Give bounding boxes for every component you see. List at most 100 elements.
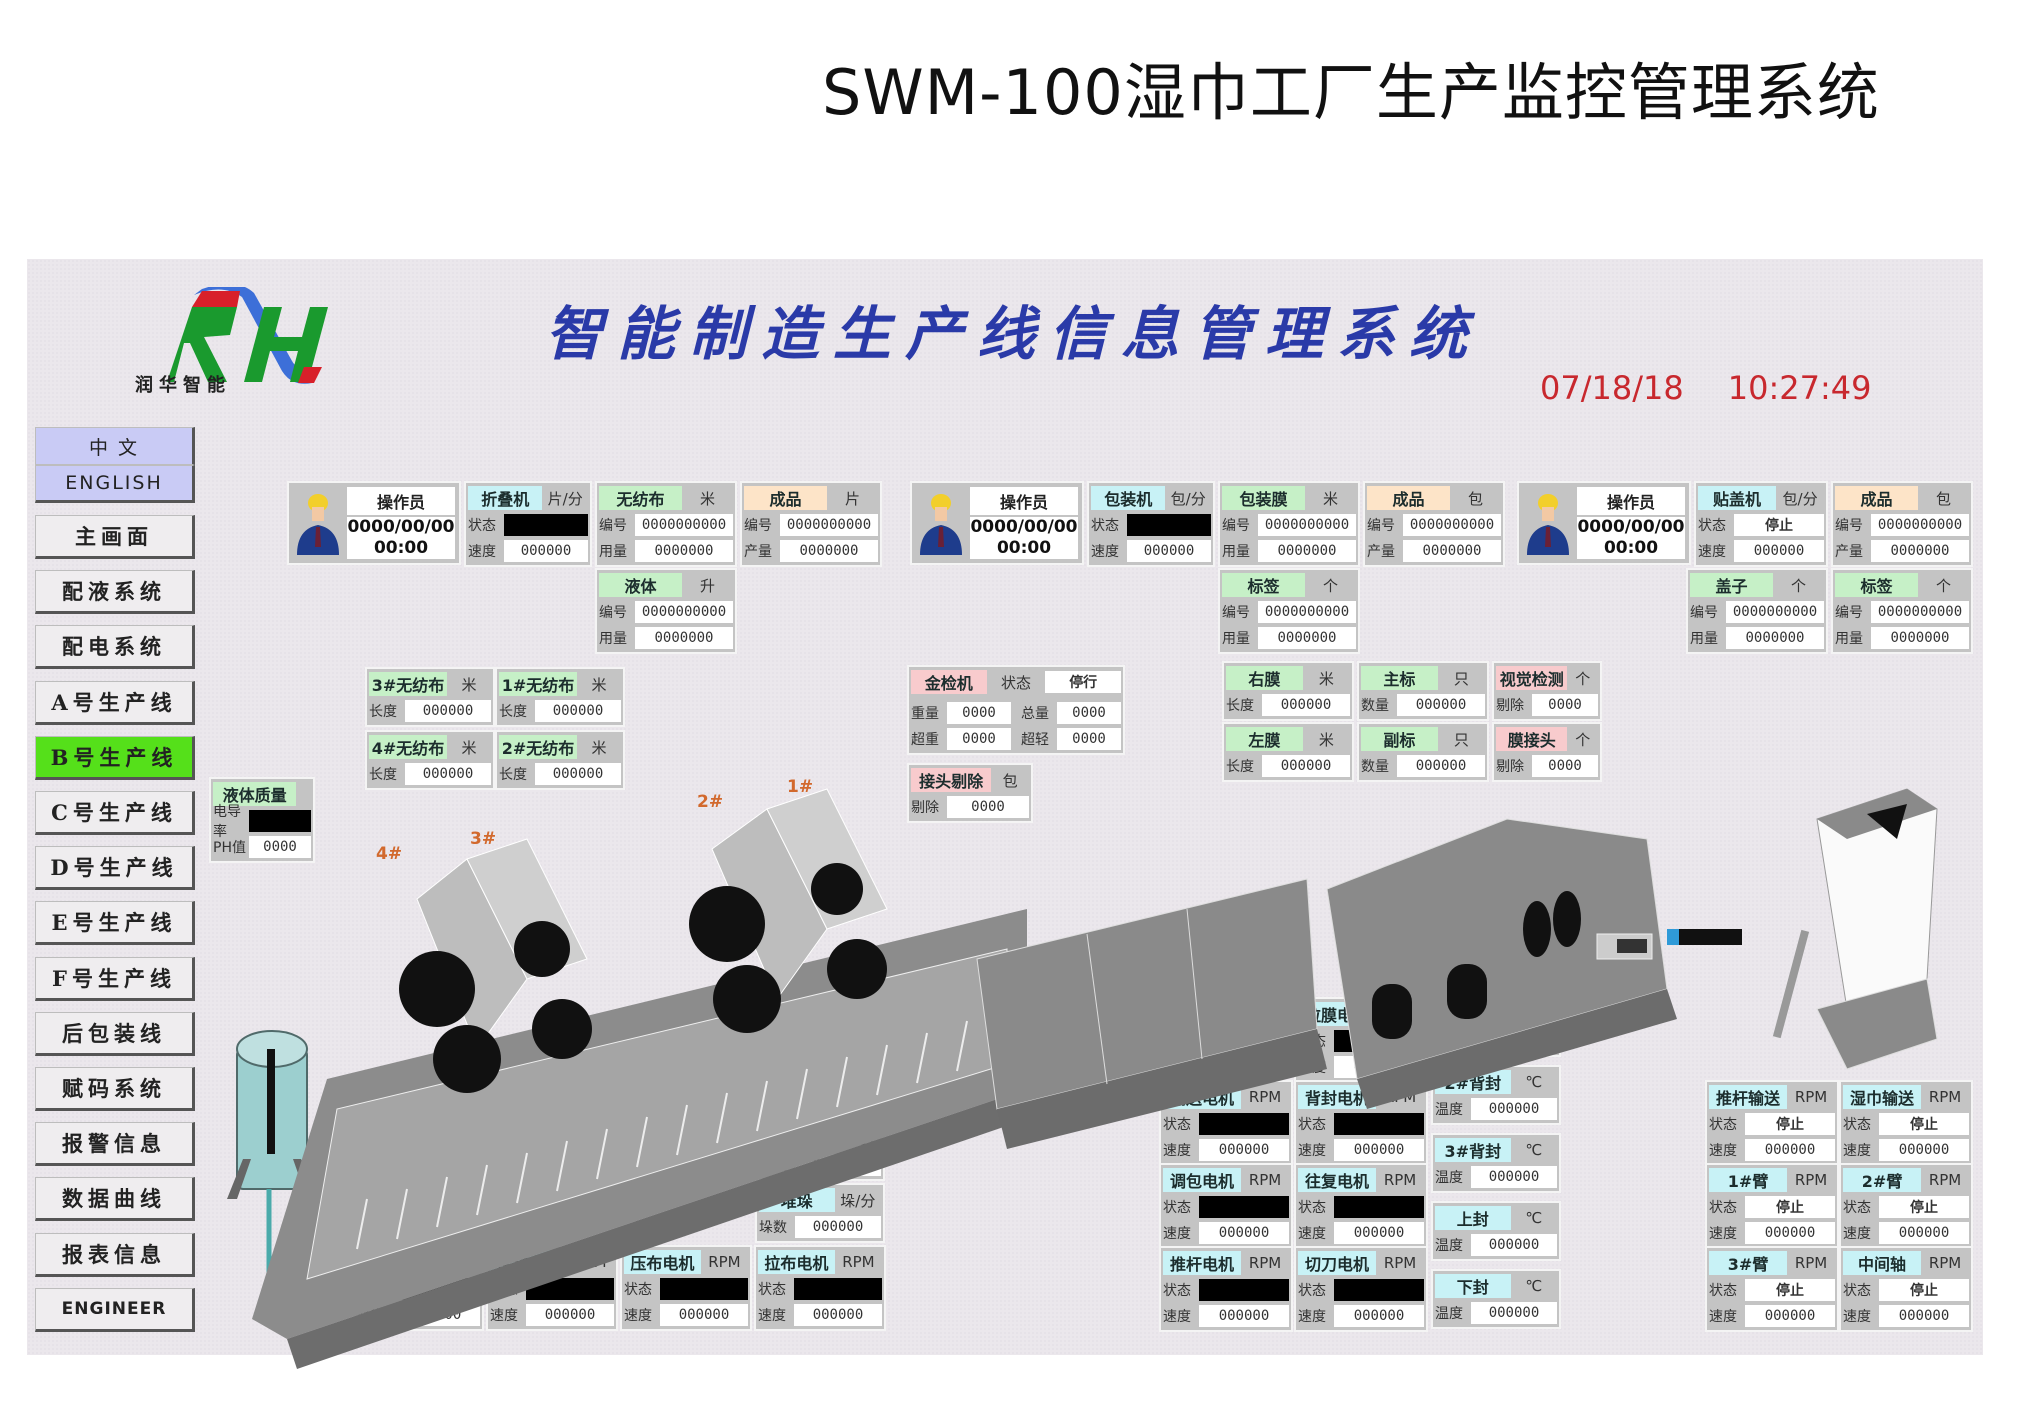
field-label: 编号 [1222,605,1250,621]
field-value: 000000 [1745,1139,1835,1161]
card-unit: ℃ [1525,1277,1543,1295]
sidebar-item-12[interactable]: 数据曲线 [35,1177,195,1222]
status-value: 停止 [1745,1196,1835,1218]
field-value: 000000 [1262,755,1350,777]
sidebar-item-11[interactable]: 报警信息 [35,1122,195,1167]
field-value: 000000 [1471,1098,1557,1120]
field-label: 速度 [1709,1226,1737,1242]
field-value: 000000 [1734,540,1824,562]
field-label: 状态 [1843,1117,1871,1133]
card-unit: RPM [708,1253,741,1271]
card-title: 3#背封 [1435,1138,1511,1162]
sidebar-item-5[interactable]: C号生产线 [35,791,195,835]
status-indicator [1334,1113,1424,1135]
field-label: 速度 [758,1308,786,1324]
card-unit: RPM [1383,1254,1417,1272]
field-value: 000000 [535,763,621,785]
card-unit: 个 [1323,576,1339,595]
card-unit: 只 [1453,730,1469,749]
card-unit: 个 [1791,576,1807,595]
card-title: 调包电机 [1163,1168,1242,1192]
status-indicator [1199,1279,1289,1301]
field-value: 000000 [405,763,491,785]
card-title: 下封 [1435,1274,1511,1298]
logo-text: 润华智能 [135,375,231,396]
card-title: 3#臂 [1709,1251,1788,1275]
card-unit: RPM [1794,1088,1828,1106]
sidebar-item-14[interactable]: ENGINEER [35,1287,195,1332]
status-indicator [1334,1279,1424,1301]
operator-avatar-icon [1523,489,1573,561]
sidebar-item-9[interactable]: 后包装线 [35,1011,195,1056]
field-label: 总量 [1021,706,1049,722]
field-label: 编号 [1835,518,1863,534]
card-title: 接头剔除 [911,768,992,792]
card-title: 2#臂 [1843,1168,1922,1192]
field-label: PH值 [213,840,246,856]
card-title: 金检机 [911,670,987,694]
field-label: 用量 [1690,631,1718,647]
card-title: 3#无纺布 [369,672,448,696]
date-display: 07/18/18 [1540,369,1684,407]
sidebar-item-10[interactable]: 赋码系统 [35,1067,195,1111]
field-label: 编号 [599,518,627,534]
field-label: 温度 [1435,1170,1463,1186]
field-label: 状态 [1298,1283,1326,1299]
field-value: 000000 [795,1216,881,1238]
nonwoven-unwinder-34 [399,838,592,1093]
sidebar-item-4[interactable]: B号生产线 [35,735,195,780]
field-label: 状态 [1709,1283,1737,1299]
card-unit: 米 [1318,730,1334,749]
field-value: 000000 [1397,694,1485,716]
sidebar-item-13[interactable]: 报表信息 [35,1232,195,1277]
sidebar-item-6[interactable]: D号生产线 [35,846,195,891]
field-label: 状态 [1698,518,1726,534]
field-label: 速度 [1843,1143,1871,1159]
sidebar-item-2[interactable]: 配电系统 [35,625,195,670]
lang-chinese-button[interactable]: 中 文 [35,427,195,465]
field-label: 状态 [1091,518,1119,534]
sidebar-item-0[interactable]: 主画面 [35,515,195,559]
card-title: 标签 [1835,573,1919,597]
field-label: 用量 [1835,631,1863,647]
card-unit: RPM [1794,1171,1828,1189]
card-unit: 米 [700,489,716,508]
sidebar-item-8[interactable]: F号生产线 [35,956,195,1001]
field-label: 速度 [624,1308,652,1324]
sidebar-item-3[interactable]: A号生产线 [35,680,195,725]
field-value: 000000 [535,700,621,722]
card-unit: 米 [461,738,477,757]
field-value: 000000 [1471,1234,1557,1256]
sidebar-item-1[interactable]: 配液系统 [35,570,195,615]
field-label: 长度 [499,704,527,720]
sidebar-item-7[interactable]: E号生产线 [35,901,195,946]
field-value: 0000000000 [635,601,733,623]
field-value: 000000 [1334,1305,1424,1327]
card-title: 折叠机 [468,486,543,510]
card-title: 盖子 [1690,573,1774,597]
field-value: 0000 [1532,755,1598,777]
machine-label-2: 2# [697,792,724,812]
field-label: 长度 [499,767,527,783]
card-unit: 米 [591,738,607,757]
card-title: 1#无纺布 [499,672,578,696]
field-label: 温度 [1435,1306,1463,1322]
card-unit: RPM [1248,1171,1282,1189]
field-label: 状态 [1843,1283,1871,1299]
lang-english-button[interactable]: ENGLISH [35,465,195,503]
field-value: 0000000000 [1871,514,1969,536]
